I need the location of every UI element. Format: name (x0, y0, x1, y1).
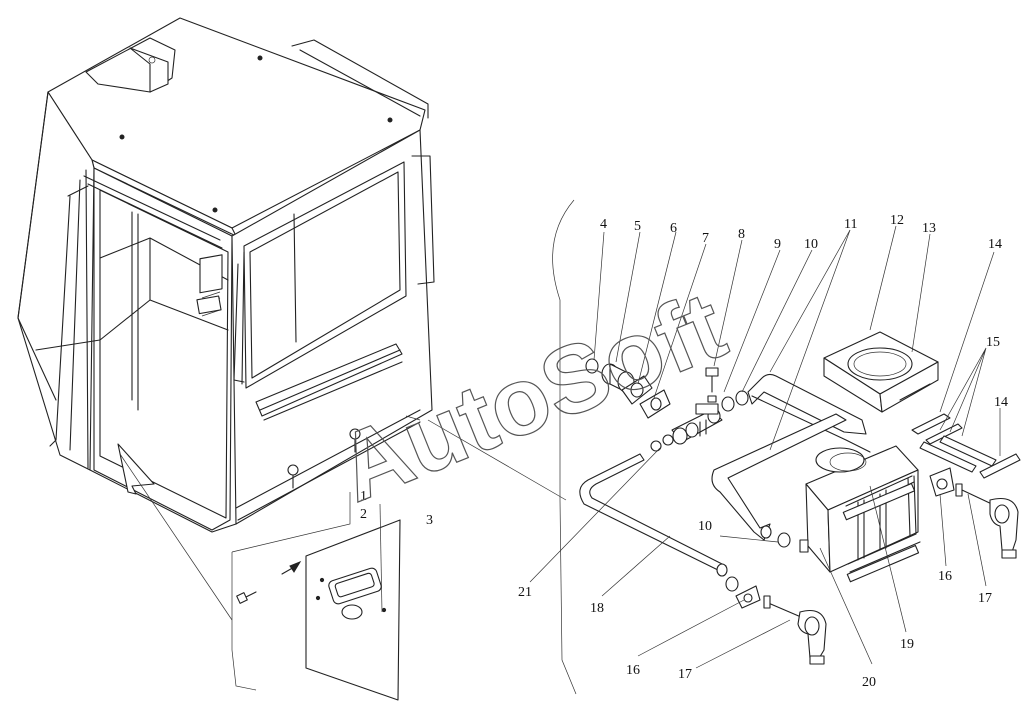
callout-1: 1 (360, 489, 367, 504)
callout-10-upper: 10 (804, 237, 818, 252)
callout-15: 15 (986, 335, 1000, 350)
callout-10-lower: 10 (698, 519, 712, 534)
callout-5: 5 (634, 219, 641, 234)
callout-6: 6 (670, 221, 677, 236)
callout-2: 2 (360, 507, 367, 522)
callout-18: 18 (590, 601, 604, 616)
callout-8: 8 (738, 227, 745, 242)
callout-16-right: 16 (938, 569, 952, 584)
callout-labels: 1 2 3 4 5 6 7 8 9 10 11 12 13 14 15 14 1… (360, 213, 1008, 690)
callout-9: 9 (774, 237, 781, 252)
callout-7: 7 (702, 231, 709, 246)
elbow-part-17-lower (763, 595, 827, 665)
callout-19: 19 (900, 637, 914, 652)
elbow-part-17-right (955, 483, 1019, 559)
callout-21: 21 (518, 585, 532, 600)
callout-12: 12 (890, 213, 904, 228)
callout-20: 20 (862, 675, 876, 690)
cover-plate-part-12 (823, 331, 939, 413)
callout-16-lower: 16 (626, 663, 640, 678)
callout-3: 3 (426, 513, 433, 528)
callout-11: 11 (844, 217, 857, 232)
cab-assembly (17, 17, 435, 533)
callout-13: 13 (922, 221, 936, 236)
bolt-part-1 (236, 560, 302, 604)
door-panel-part-3 (305, 519, 401, 701)
leader-lines (119, 199, 1001, 695)
callout-17-right: 17 (978, 591, 992, 606)
heater-core-part-19 (799, 445, 921, 583)
callout-4: 4 (600, 217, 607, 232)
callout-14-lower: 14 (994, 395, 1008, 410)
callout-14-upper: 14 (988, 237, 1002, 252)
callout-17-lower: 17 (678, 667, 692, 682)
valve-fitting-part-21 (650, 396, 735, 452)
